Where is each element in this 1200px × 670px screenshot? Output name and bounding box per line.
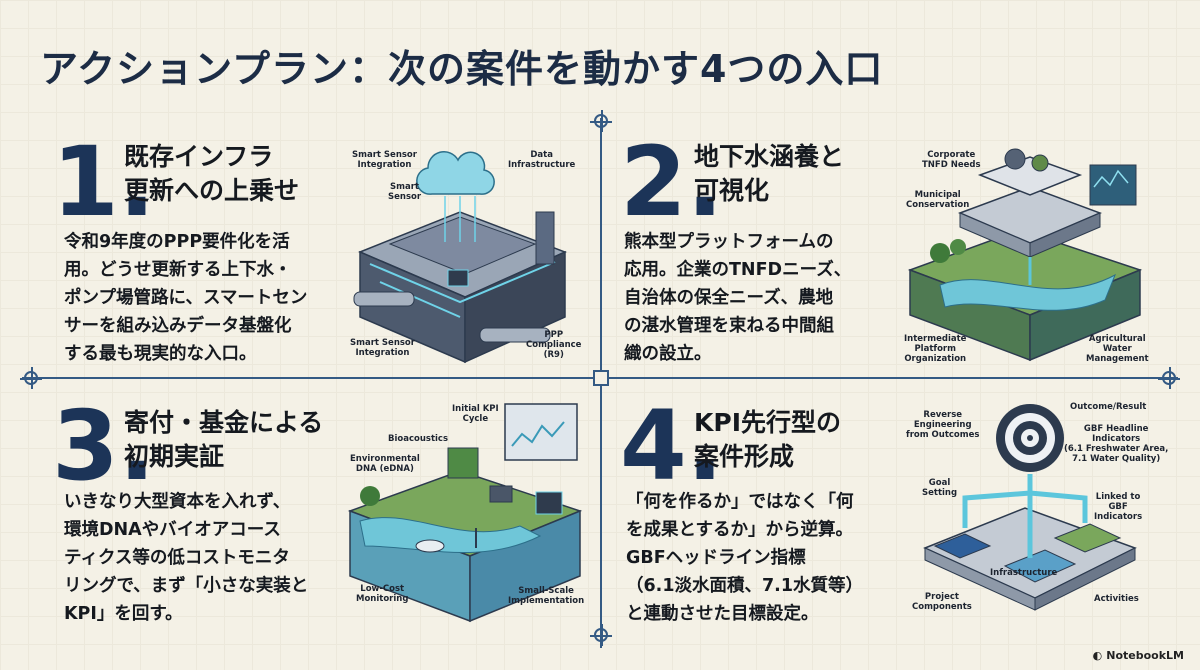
q1-label-data-infrastructure: Data Infrastructure — [508, 150, 576, 170]
q2-label-agricultural-water: Agricultural Water Management — [1086, 334, 1149, 364]
q3-label-low-cost-monitoring: Low-Cost Monitoring — [356, 584, 409, 604]
q2-label-corporate-tnfd: Corporate TNFD Needs — [922, 150, 981, 170]
q2-desc-line: 自治体の保全ニーズ、農地 — [624, 288, 834, 308]
q1-desc-line: 令和9年度のPPP要件化を活 — [64, 232, 290, 252]
registration-mark-top — [590, 110, 612, 132]
q2-desc-line: 応用。企業のTNFDニーズ、 — [624, 260, 852, 280]
q3-label-small-scale: Small-Scale Implementation — [508, 586, 585, 606]
q4-desc-line: 「何を作るか」ではなく「何 — [626, 492, 854, 512]
q4-label-outcome-result: Outcome/Result — [1070, 402, 1147, 412]
q2-description: 熊本型プラットフォームの 応用。企業のTNFDニーズ、 自治体の保全ニーズ、農地… — [624, 228, 851, 368]
q4-label-infrastructure: Infrastructure — [990, 568, 1058, 578]
q4-label-reverse-engineering: Reverse Engineering from Outcomes — [906, 410, 980, 440]
registration-mark-right — [1158, 367, 1180, 389]
q4-desc-line: GBFヘッドライン指標 — [626, 548, 806, 568]
q3-label-edna: Environmental DNA (eDNA) — [350, 454, 420, 474]
q1-desc-line: サーを組み込みデータ基盤化 — [64, 316, 292, 336]
q1-desc-line: 用。どうせ更新する上下水・ — [64, 260, 292, 280]
q2-groundwater-illustration — [907, 148, 1143, 362]
q4-label-gbf-headline: GBF Headline Indicators (6.1 Freshwater … — [1064, 424, 1169, 464]
page-title: アクションプラン：次の案件を動かす4つの入口 — [40, 47, 884, 91]
q4-label-activities: Activities — [1094, 594, 1139, 604]
footer-brand-label: NotebookLM — [1106, 649, 1184, 662]
q2-heading-line1: 地下水涵養と — [694, 142, 845, 171]
q1-description: 令和9年度のPPP要件化を活 用。どうせ更新する上下水・ ポンプ場管路に、スマー… — [64, 228, 307, 368]
q3-desc-line: リングで、まず「小さな実装と — [64, 576, 309, 596]
q4-label-goal-setting: Goal Setting — [922, 478, 958, 498]
q2-desc-line: の湛水管理を束ねる中間組 — [624, 316, 834, 336]
q2-heading: 地下水涵養と 可視化 — [694, 140, 844, 208]
q1-heading: 既存インフラ 更新への上乗せ — [124, 140, 299, 208]
q3-description: いきなり大型資本を入れず、 環境DNAやバイオアコース ティクス等の低コストモニ… — [64, 488, 308, 628]
q3-heading: 寄付・基金による 初期実証 — [124, 406, 323, 474]
q3-label-bioacoustics: Bioacoustics — [388, 434, 449, 444]
q2-heading-line2: 可視化 — [694, 176, 770, 205]
q2-number: 2. — [620, 126, 724, 238]
q3-heading-line1: 寄付・基金による — [124, 408, 324, 437]
q4-desc-line: と連動させた目標設定。 — [626, 604, 819, 624]
q4-heading-line1: KPI先行型の — [694, 408, 841, 437]
q4-desc-line: を成果とするか」から逆算。 — [626, 520, 853, 540]
q2-label-intermediate-platform: Intermediate Platform Organization — [904, 334, 967, 364]
q1-heading-line2: 更新への上乗せ — [124, 176, 300, 205]
q3-desc-line: KPI」を回す。 — [64, 604, 183, 624]
registration-mark-left — [20, 367, 42, 389]
q1-label-ppp-compliance: PPP Compliance (R9) — [526, 330, 582, 360]
q3-label-initial-kpi-cycle: Initial KPI Cycle — [452, 404, 499, 424]
q3-monitoring-illustration — [347, 403, 583, 623]
q1-infrastructure-illustration — [353, 151, 567, 364]
q1-desc-line: する最も現実的な入口。 — [64, 344, 257, 364]
footer-brand: ◐ NotebookLM — [1093, 649, 1184, 662]
q1-desc-line: ポンプ場管路に、スマートセン — [64, 288, 308, 308]
notebooklm-logo-icon: ◐ — [1092, 649, 1103, 662]
q3-desc-line: ティクス等の低コストモニタ — [64, 548, 290, 568]
q3-number: 3. — [52, 390, 156, 502]
q1-label-smart-sensor: Smart Sensor — [388, 182, 422, 202]
q2-desc-line: 熊本型プラットフォームの — [624, 232, 834, 252]
q4-number: 4. — [620, 390, 724, 502]
q1-heading-line1: 既存インフラ — [124, 142, 274, 171]
q3-desc-line: いきなり大型資本を入れず、 — [64, 492, 291, 512]
q4-description: 「何を作るか」ではなく「何 を成果とするか」から逆算。 GBFヘッドライン指標 … — [626, 488, 863, 628]
q4-heading: KPI先行型の 案件形成 — [694, 406, 841, 474]
q2-label-municipal-conservation: Municipal Conservation — [906, 190, 970, 210]
q3-desc-line: 環境DNAやバイオアコース — [64, 520, 281, 540]
q1-label-sensor-integration-bottom: Smart Sensor Integration — [350, 338, 415, 358]
center-mark — [593, 370, 609, 386]
q4-label-linked-gbf: Linked to GBF Indicators — [1094, 492, 1143, 522]
q2-desc-line: 織の設立。 — [624, 344, 712, 364]
q4-heading-line2: 案件形成 — [694, 442, 795, 471]
q4-label-project-components: Project Components — [912, 592, 972, 612]
q1-number: 1. — [52, 126, 156, 238]
q3-heading-line2: 初期実証 — [124, 442, 225, 471]
registration-mark-bottom — [590, 624, 612, 646]
q4-desc-line: （6.1淡水面積、7.1水質等） — [626, 576, 864, 596]
q4-kpi-illustration — [923, 404, 1137, 611]
q1-label-sensor-integration-top: Smart Sensor Integration — [352, 150, 417, 170]
